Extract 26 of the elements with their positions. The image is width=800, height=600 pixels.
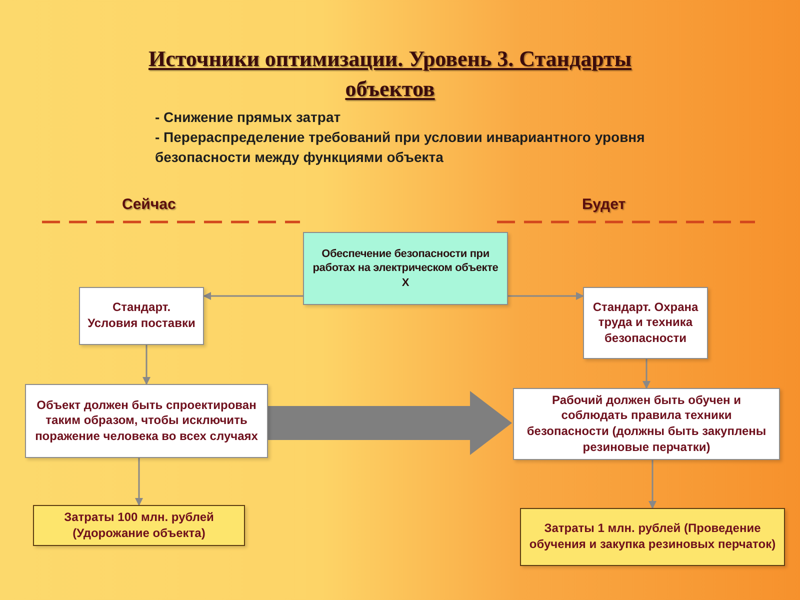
bullet-text: - Снижение прямых затрат	[155, 108, 342, 127]
box-text: Затраты 1 млн. рублей (Проведение обучения и закупка резиновых перчаток)	[528, 521, 777, 553]
title: Источники оптимизации. Уровень 3. Стандарты объектов	[147, 45, 632, 103]
arrow	[642, 359, 650, 389]
cost-box	[520, 508, 785, 566]
cost-box	[33, 505, 245, 546]
box-text: Стандарт. Охрана труда и техника безопасности	[592, 300, 700, 346]
box-text: Рабочий должен быть обучен и соблюдать правила техники безопасности (должны быть закуплены резиновые перчатки)	[526, 392, 768, 456]
arrow	[142, 345, 150, 385]
bullet-text: - Перераспределение требований при условии инвариантного уровня безопасности между функциями объекта	[155, 128, 646, 167]
column-heading: Будет	[582, 195, 627, 215]
arrow	[648, 460, 656, 509]
process-box	[25, 384, 268, 458]
arrow	[135, 458, 143, 506]
box-text: Обеспечение безопасности при работах на электрическом объекте Х	[312, 247, 500, 290]
box-text: Стандарт. Условия поставки	[86, 300, 196, 332]
box-text: Объект должен быть спроектирован таким образом, чтобы исключить поражение человека во всех случаях	[34, 398, 259, 444]
process-box	[583, 287, 708, 359]
block-arrow	[268, 391, 512, 455]
process-box	[79, 287, 204, 345]
arrow	[508, 292, 584, 300]
column-heading: Сейчас	[122, 195, 177, 215]
topic-box	[303, 232, 508, 305]
box-text: Затраты 100 млн. рублей (Удорожание объекта)	[63, 510, 215, 542]
arrow	[203, 292, 303, 300]
process-box	[513, 388, 780, 460]
